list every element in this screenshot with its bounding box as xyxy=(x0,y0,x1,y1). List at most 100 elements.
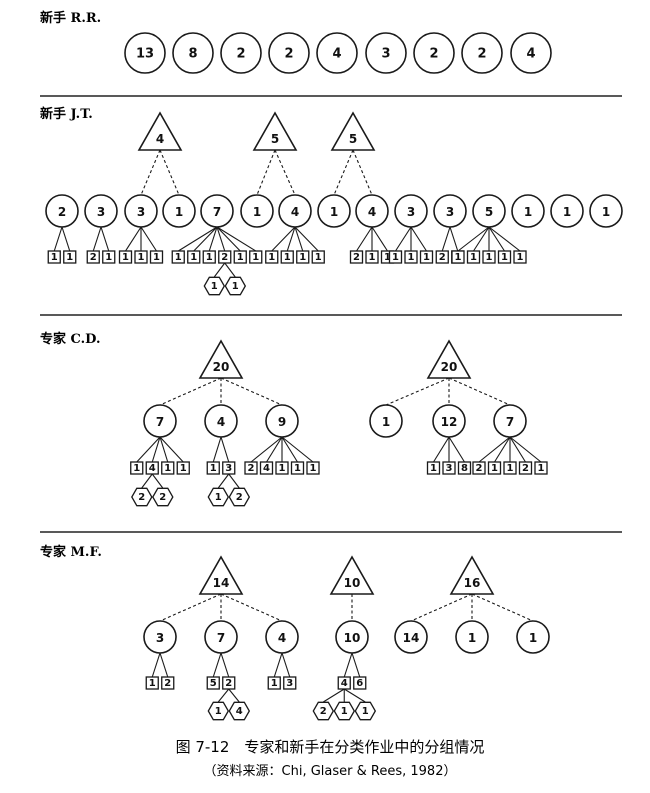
solid-link xyxy=(441,226,451,252)
item-square xyxy=(497,250,512,264)
dashed-link xyxy=(274,149,296,196)
item-value: 1 xyxy=(430,463,437,474)
group-value: 3 xyxy=(97,205,105,219)
dashed-link xyxy=(352,149,373,196)
item-value: 1 xyxy=(149,678,156,689)
solid-link xyxy=(294,226,319,252)
item-square xyxy=(222,676,236,690)
subitem-value: 2 xyxy=(236,492,243,503)
item-square xyxy=(275,461,289,475)
item-square xyxy=(118,250,133,264)
solid-link xyxy=(193,226,218,252)
item-value: 1 xyxy=(310,463,317,474)
item-square xyxy=(202,250,216,264)
solid-link xyxy=(92,226,102,252)
solid-link xyxy=(213,262,226,278)
group-circle xyxy=(200,194,234,228)
group-value: 7 xyxy=(213,205,221,219)
item-square xyxy=(388,250,403,264)
item-value: 1 xyxy=(210,463,217,474)
section-label-mf: 专家 M.F. xyxy=(40,544,102,560)
solid-link xyxy=(488,226,521,252)
solid-link xyxy=(449,226,459,252)
subitem-hexagon xyxy=(207,487,230,507)
item-square xyxy=(218,250,232,264)
item-square xyxy=(487,461,502,475)
group-circle xyxy=(316,32,358,74)
item-value: 1 xyxy=(408,252,415,263)
item-square xyxy=(337,676,351,690)
solid-link xyxy=(410,226,427,252)
item-square xyxy=(349,250,364,264)
item-value: 1 xyxy=(486,252,493,263)
supergroup-value: 16 xyxy=(464,576,481,590)
supergroup-value: 5 xyxy=(271,132,279,146)
dashed-link xyxy=(159,149,180,196)
dashed-link xyxy=(220,593,283,622)
group-circle xyxy=(265,620,299,654)
item-square xyxy=(145,676,159,690)
item-square xyxy=(419,250,434,264)
solid-link xyxy=(509,436,526,463)
solid-link xyxy=(217,688,230,703)
subitem-hexagon xyxy=(354,701,377,721)
group-value: 3 xyxy=(156,631,164,645)
group-circle xyxy=(84,194,118,228)
item-value: 4 xyxy=(263,463,270,474)
item-value: 1 xyxy=(470,252,477,263)
group-circle xyxy=(472,194,506,228)
item-square xyxy=(534,461,548,475)
group-circle xyxy=(335,620,369,654)
solid-link xyxy=(220,652,230,678)
item-square xyxy=(233,250,247,264)
group-value: 1 xyxy=(382,415,390,429)
subitem-hexagon xyxy=(312,701,335,721)
group-value: 4 xyxy=(278,631,286,645)
item-value: 2 xyxy=(476,463,483,474)
group-value: 3 xyxy=(381,47,390,62)
supergroup-triangle xyxy=(330,111,376,151)
group-circle xyxy=(240,194,274,228)
group-value: 4 xyxy=(368,205,376,219)
group-value: 1 xyxy=(330,205,338,219)
item-value: 1 xyxy=(299,252,306,263)
group-value: 13 xyxy=(136,47,154,62)
item-value: 3 xyxy=(286,678,293,689)
group-circle xyxy=(394,194,428,228)
solid-link xyxy=(371,226,388,252)
group-value: 3 xyxy=(446,205,454,219)
group-circle xyxy=(268,32,310,74)
subitem-value: 2 xyxy=(320,706,327,717)
solid-link xyxy=(395,226,412,252)
solid-link xyxy=(159,436,169,463)
supergroup-triangle xyxy=(426,339,472,379)
dashed-link xyxy=(140,149,161,196)
solid-link xyxy=(281,436,298,463)
supergroup-triangle xyxy=(329,555,375,595)
item-value: 5 xyxy=(210,678,217,689)
group-circle xyxy=(510,32,552,74)
item-value: 1 xyxy=(206,252,213,263)
group-circle xyxy=(143,404,177,438)
group-value: 2 xyxy=(236,47,245,62)
item-square xyxy=(518,461,533,475)
solid-link xyxy=(273,652,283,678)
solid-link xyxy=(151,436,161,463)
group-value: 3 xyxy=(137,205,145,219)
group-value: 1 xyxy=(468,631,476,645)
subitem-hexagon xyxy=(131,487,153,507)
group-value: 1 xyxy=(563,205,571,219)
item-value: 2 xyxy=(522,463,529,474)
section-label-jt: 新手 J.T. xyxy=(40,106,93,122)
section-label-cd: 专家 C.D. xyxy=(40,331,101,347)
solid-link xyxy=(343,652,353,678)
group-circle xyxy=(461,32,503,74)
subitem-value: 1 xyxy=(215,706,222,717)
item-square xyxy=(206,461,220,475)
solid-link xyxy=(286,226,296,252)
item-square xyxy=(404,250,418,264)
item-square xyxy=(161,461,175,475)
item-value: 2 xyxy=(90,252,97,263)
item-value: 2 xyxy=(439,252,446,263)
item-square xyxy=(472,461,486,475)
